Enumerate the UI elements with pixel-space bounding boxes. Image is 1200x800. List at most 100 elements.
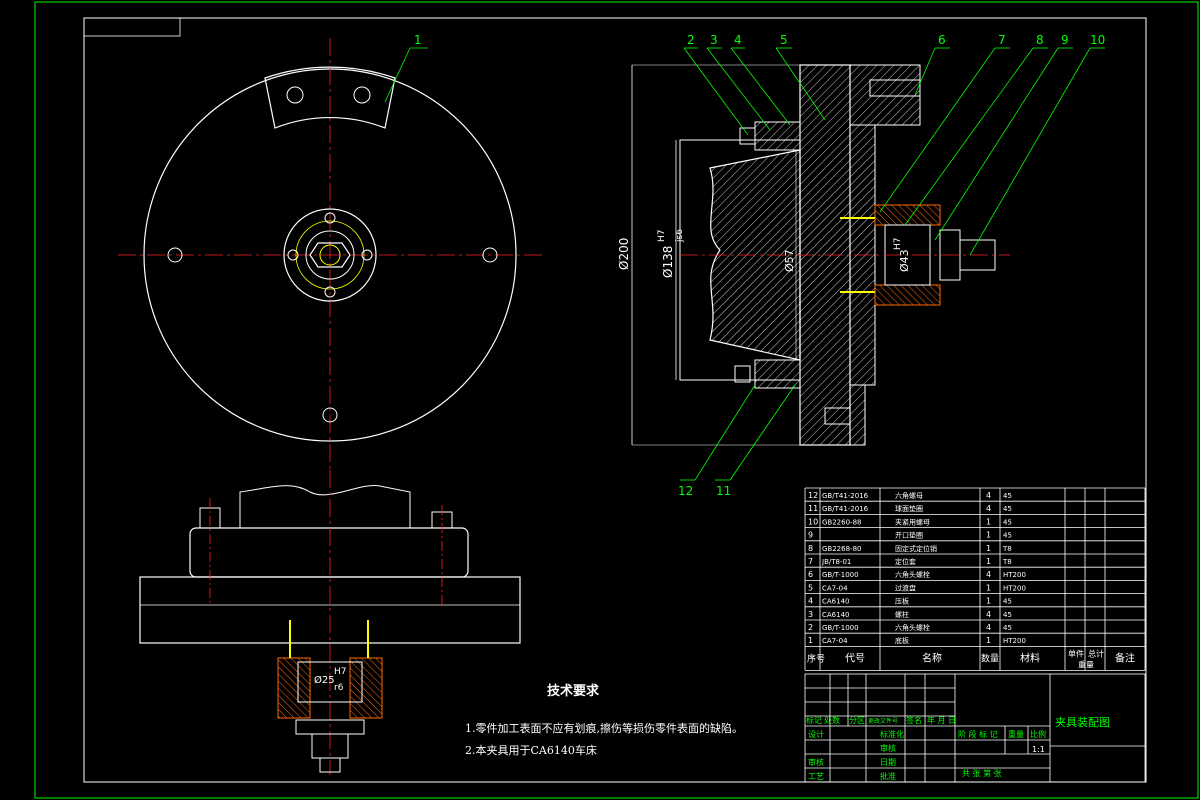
- balloon-7: 7: [998, 33, 1006, 47]
- bom-row-name: 压板: [895, 597, 909, 606]
- bom-row-material: 45: [1003, 518, 1012, 526]
- balloon-8: 8: [1036, 33, 1044, 47]
- notes-line-1: 1.零件加工表面不应有划痕,擦伤等损伤零件表面的缺陷。: [465, 722, 743, 735]
- bom-header-remark: 备注: [1115, 651, 1135, 664]
- tb-change-mark: 标记: [806, 715, 822, 725]
- tb-scale-label: 比例: [1030, 729, 1046, 739]
- bom-header-material: 材料: [1020, 651, 1040, 664]
- bom-row-code: CA7-04: [822, 584, 848, 592]
- dim-d43: Ø43: [898, 249, 911, 272]
- bom-row-code: GB/T41-2016: [822, 492, 869, 500]
- top-view: [118, 38, 545, 470]
- bom-row-code: JB/T8-01: [821, 558, 851, 566]
- dim-d25: Ø25: [314, 674, 335, 686]
- bom-row-material: 45: [1003, 492, 1012, 500]
- bom-row-index: 8: [808, 544, 813, 553]
- bom-row-material: HT200: [1003, 571, 1026, 579]
- bom-header-qty: 数量: [981, 652, 999, 664]
- bom-row-code: CA7-04: [822, 637, 848, 645]
- tb-approve: 批准: [880, 771, 896, 781]
- tb-design: 设计: [808, 729, 824, 739]
- dim-h7c: H7: [893, 238, 903, 251]
- dim-d138: Ø138: [661, 246, 675, 278]
- bom-row-code: GB2260-88: [822, 518, 861, 526]
- tb-standardize: 标准化: [880, 729, 904, 739]
- bom-row-material: HT200: [1003, 584, 1026, 592]
- bom-row-code: CA6140: [822, 598, 850, 606]
- tb-review: 审核: [808, 757, 824, 767]
- bom-row-qty: 1: [986, 517, 991, 526]
- bom-row-index: 4: [808, 597, 813, 606]
- bom-row-qty: 1: [986, 531, 991, 540]
- bom-header-index: 序号: [807, 652, 825, 664]
- tb-change-doc: 更改文件号: [868, 717, 898, 725]
- balloon-11: 11: [716, 484, 731, 498]
- bom-row-index: 6: [808, 570, 813, 579]
- bom-row-index: 12: [808, 491, 818, 500]
- tb-change-count: 处数: [824, 715, 840, 725]
- bom-row-code: GB2268-80: [822, 545, 861, 553]
- bom-row-name: 底板: [895, 636, 909, 645]
- bom-row-name: 固定式定位销: [895, 544, 937, 553]
- bom-header-weight: 重量: [1078, 659, 1094, 669]
- bom-row-index: 11: [808, 504, 818, 513]
- front-view: [139, 470, 521, 775]
- tb-sheet: 共 张 第 张: [962, 768, 1002, 778]
- bom-row-index: 9: [808, 531, 813, 540]
- bom-row-name: 六角螺母: [895, 491, 923, 500]
- dim-js6: js6: [675, 229, 685, 243]
- bom-row-material: T8: [1002, 558, 1012, 566]
- tb-stage: 阶 段 标 记: [958, 729, 998, 739]
- balloon-9: 9: [1061, 33, 1069, 47]
- bom-row-name: 夹紧用螺母: [895, 517, 930, 526]
- bom-row-name: 定位套: [895, 557, 916, 566]
- balloon-4: 4: [734, 33, 742, 47]
- tb-weight: 重量: [1008, 729, 1024, 739]
- bom-row-material: HT200: [1003, 637, 1026, 645]
- bom-row-material: 45: [1003, 611, 1012, 619]
- bom-row-index: 3: [808, 610, 813, 619]
- bom-row-code: GB/T-1000: [822, 571, 859, 579]
- bom-row-index: 1: [808, 636, 813, 645]
- dim-h7a: H7: [657, 230, 667, 243]
- leader-lines: [384, 47, 1105, 481]
- bom-row-material: 45: [1003, 624, 1012, 632]
- title-block: 标记 处数 分区 更改文件号 签名 年 月 日 设计 标准化 审核 审核 日期 …: [804, 673, 1146, 783]
- dim-h7b: H7: [334, 667, 347, 677]
- bom-row-material: 45: [1003, 532, 1012, 540]
- dim-d57: Ø57: [783, 249, 796, 272]
- tb-process: 工艺: [808, 772, 824, 781]
- bom-row-name: 开口垫圈: [895, 531, 923, 540]
- bom-row-material: 45: [1003, 598, 1012, 606]
- bom-row-name: 螺柱: [895, 610, 909, 619]
- part-balloons: 1 2 3 4 5 6 7 8 9 10 11 12: [414, 33, 1105, 498]
- balloon-12: 12: [678, 484, 693, 498]
- tb-change-zone: 分区: [849, 716, 865, 725]
- tb-change-sign: 签名: [906, 715, 922, 725]
- tb-date: 日期: [880, 758, 896, 767]
- bom-row-code: CA6140: [822, 611, 850, 619]
- bom-row-qty: 1: [986, 597, 991, 606]
- bom-row-qty: 4: [986, 570, 991, 579]
- bom-row-name: 六角头螺栓: [895, 623, 930, 632]
- notes-title: 技术要求: [547, 684, 600, 699]
- bom-row-name: 六角头螺栓: [895, 570, 930, 579]
- bom-header-code: 代号: [845, 652, 865, 664]
- balloon-6: 6: [938, 33, 946, 47]
- bom-row-index: 5: [808, 583, 813, 592]
- bom-row-name: 球面垫圈: [895, 504, 923, 513]
- dim-d200: Ø200: [617, 238, 631, 270]
- bom-header-unit: 单件: [1068, 648, 1084, 658]
- bom-row-material: 45: [1003, 505, 1012, 513]
- bom-row-qty: 4: [986, 623, 991, 632]
- bom-row-qty: 1: [986, 557, 991, 566]
- bom-header-name: 名称: [922, 651, 942, 664]
- tb-check: 审核: [880, 743, 896, 753]
- bom-row-name: 过渡盘: [895, 583, 916, 592]
- bom-row-qty: 4: [986, 610, 991, 619]
- balloon-3: 3: [710, 33, 718, 47]
- bom-row-material: T8: [1002, 545, 1012, 553]
- tb-scale: 1:1: [1032, 745, 1045, 754]
